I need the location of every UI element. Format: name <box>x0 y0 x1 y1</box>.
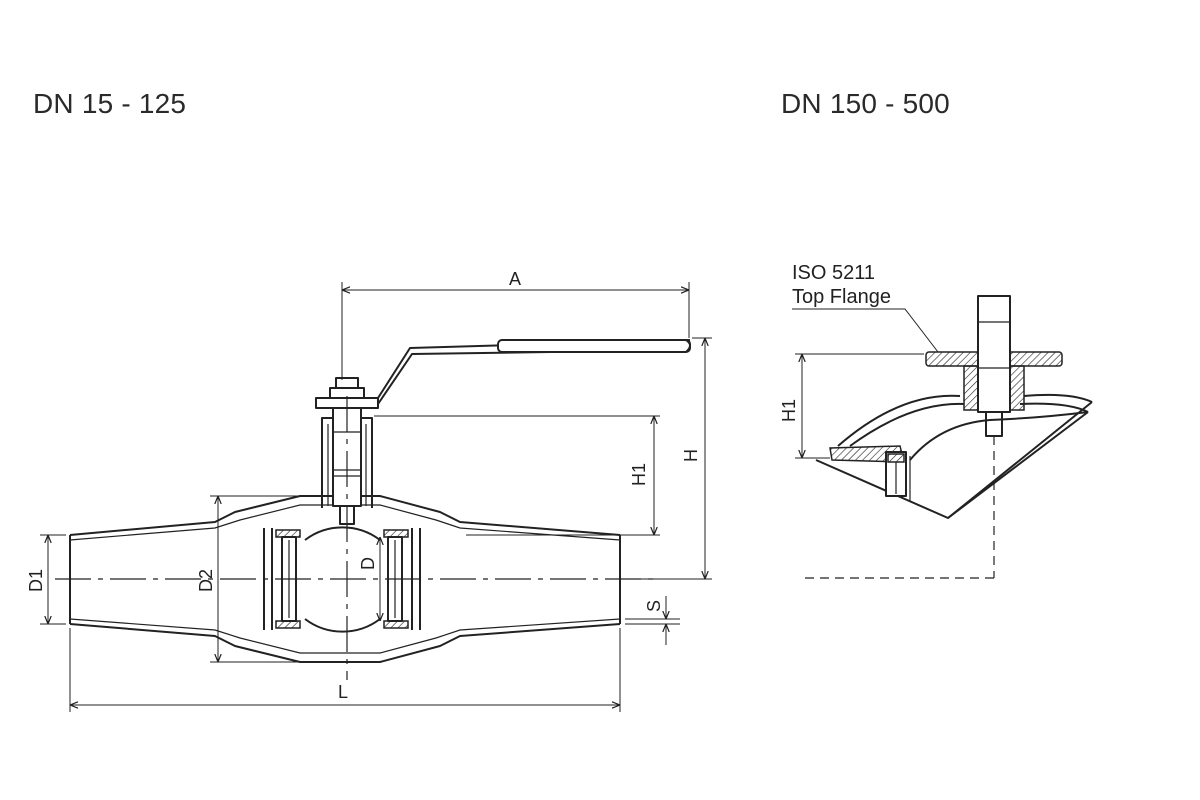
seat-right-bottom <box>383 620 409 629</box>
stem-nut-top <box>335 377 359 389</box>
flange-neck-left <box>963 365 979 411</box>
seat-left-top <box>275 529 301 538</box>
body-shell-lower <box>909 411 1089 461</box>
seat-left-bottom <box>275 620 301 629</box>
dimension-d-label: D <box>358 557 378 570</box>
dimension-s-label: S <box>644 600 664 612</box>
body-lower-outline <box>69 623 621 663</box>
ball-outline <box>304 526 381 633</box>
stem-right-view <box>977 295 1011 413</box>
callout-leader <box>792 308 939 353</box>
dimension-d1-label: D1 <box>26 569 46 592</box>
callout-iso-5211: ISO 5211 <box>792 262 875 284</box>
body-shell-outer <box>837 393 1093 447</box>
dimension-h1-right-label: H1 <box>779 399 799 422</box>
body-lower-inner <box>69 618 621 654</box>
body-shell-inner <box>849 402 1089 447</box>
dimension-a-label: A <box>509 269 521 289</box>
stem-right-tip <box>985 411 1003 437</box>
callout-top-flange: Top Flange <box>792 286 891 308</box>
dimension-d2-label: D2 <box>196 569 216 592</box>
left-valve-view: A H H1 D1 D2 D S L <box>26 269 712 712</box>
dimension-h-label: H <box>681 449 701 462</box>
right-valve-view: ISO 5211 Top Flange H1 <box>779 262 1093 579</box>
heading-dn-150-500: DN 150 - 500 <box>781 88 950 119</box>
dimension-h1-label: H1 <box>629 463 649 486</box>
heading-dn-15-125: DN 15 - 125 <box>33 88 187 119</box>
dimension-l-label: L <box>338 682 348 702</box>
lever-grip <box>497 339 691 353</box>
seat-right-top <box>383 529 409 538</box>
